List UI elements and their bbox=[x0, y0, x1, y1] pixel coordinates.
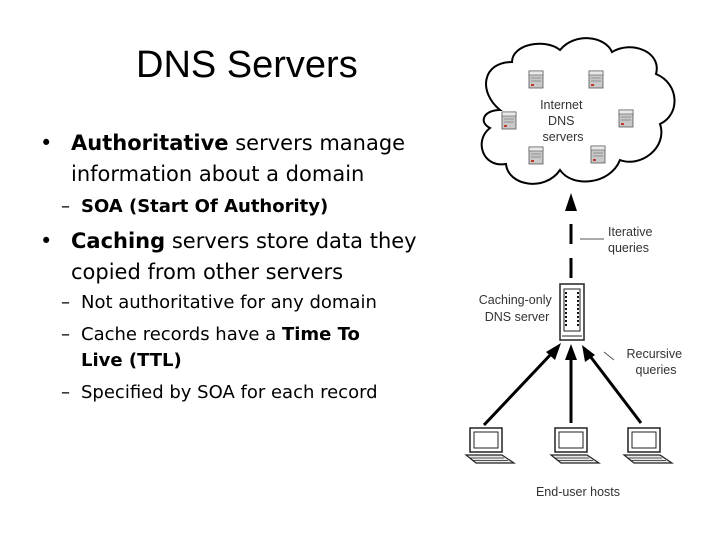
bullet-dot: • bbox=[40, 131, 53, 155]
server-icon bbox=[528, 146, 544, 165]
server-icon bbox=[588, 70, 604, 89]
laptop-icon bbox=[465, 427, 515, 464]
iterative-label: Iterative queries bbox=[608, 225, 656, 255]
caching-server-label: Caching-only DNS server bbox=[479, 293, 555, 324]
iterative-arrowhead bbox=[565, 193, 577, 211]
slide-title: DNS Servers bbox=[136, 44, 358, 86]
server-icon bbox=[618, 109, 634, 128]
cloud-label: Internet DNS servers bbox=[540, 98, 586, 144]
recursive-pointer bbox=[603, 351, 615, 361]
server-icon bbox=[528, 70, 544, 89]
laptop-icon bbox=[623, 427, 673, 464]
server-icon bbox=[501, 111, 517, 130]
laptop-icon bbox=[550, 427, 600, 464]
caching-server-icon bbox=[559, 283, 585, 341]
recursive-arrow-left bbox=[482, 350, 555, 427]
recursive-arrow-right bbox=[588, 355, 643, 424]
server-icon bbox=[590, 145, 606, 164]
recursive-label: Recursive queries bbox=[626, 347, 685, 377]
bullet-dot: • bbox=[40, 229, 53, 253]
end-user-hosts-label: End-user hosts bbox=[536, 485, 620, 499]
